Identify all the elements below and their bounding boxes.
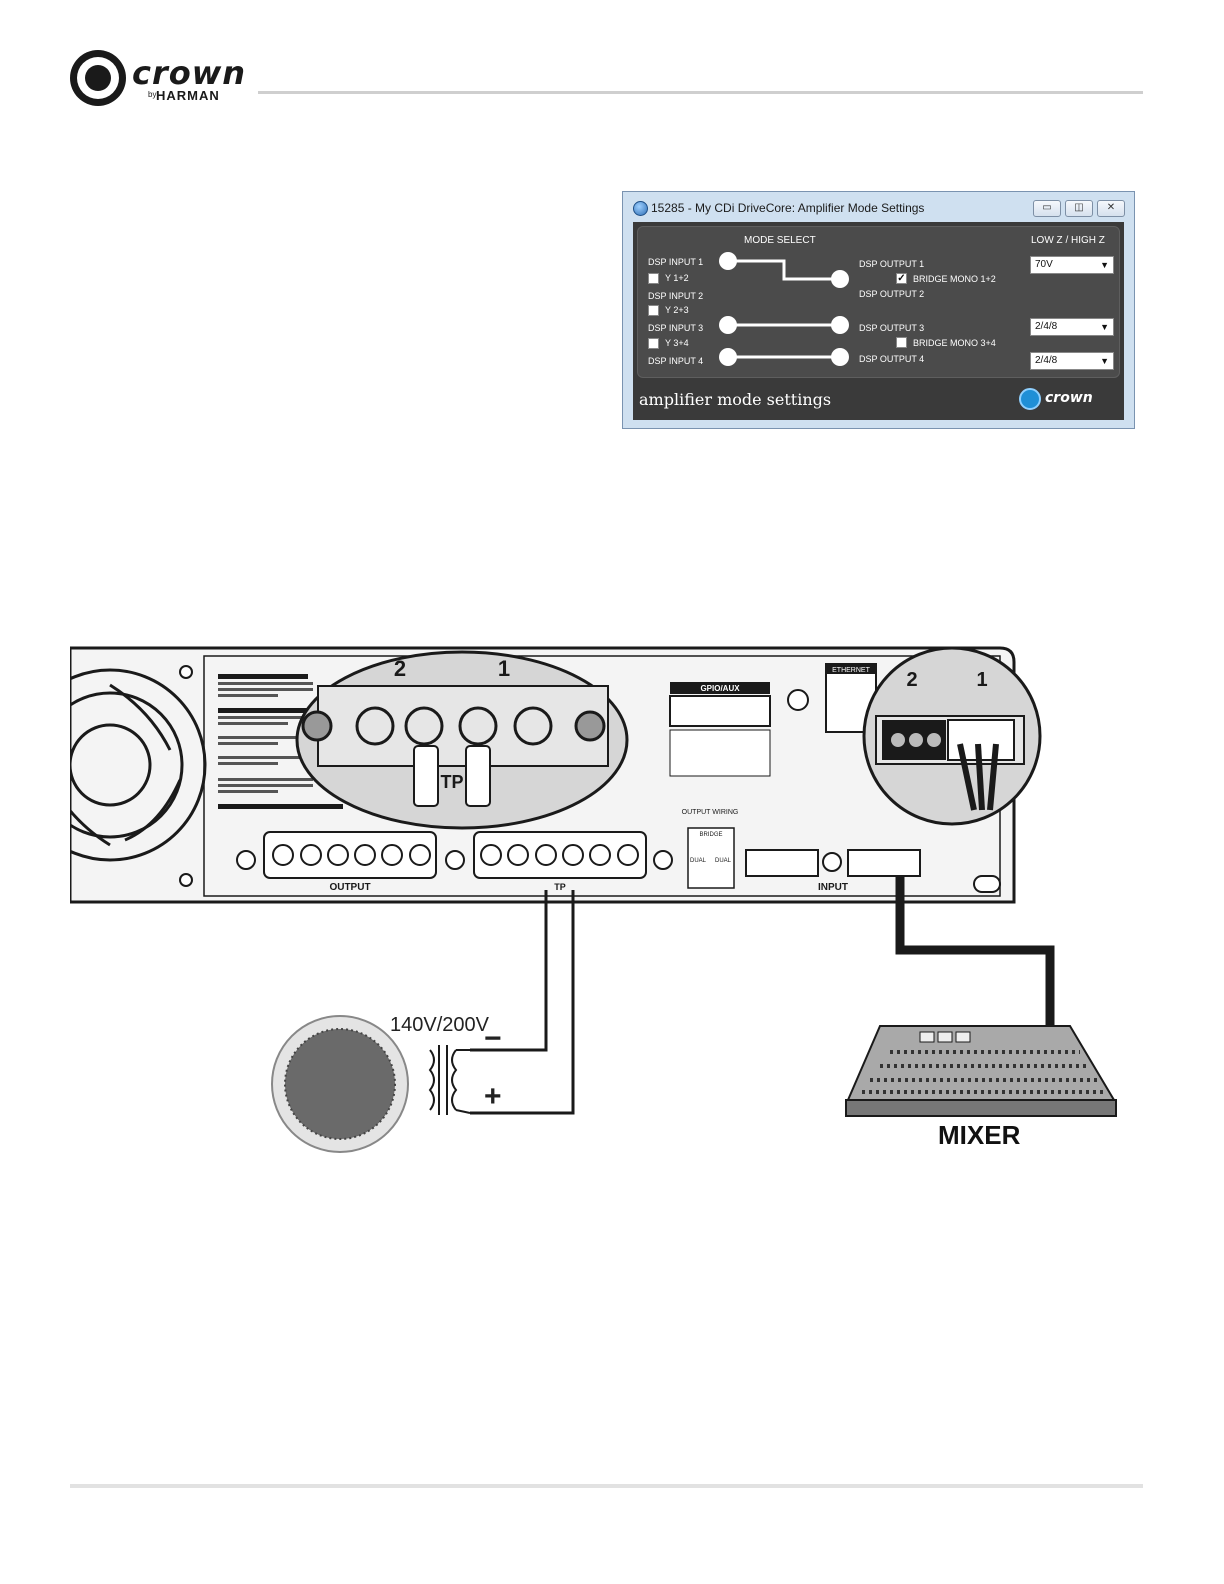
svg-text:INPUT: INPUT <box>818 882 848 893</box>
svg-text:1: 1 <box>498 656 510 681</box>
svg-text:2: 2 <box>394 656 406 681</box>
svg-text:OUTPUT: OUTPUT <box>329 882 370 893</box>
output-zoom-callout: 2 1 TP <box>295 650 629 830</box>
output-3-node <box>831 316 849 334</box>
input-3-node <box>719 316 737 334</box>
impedance-select-1-2[interactable]: 70V ▼ <box>1030 256 1114 274</box>
bridge-mono-3-4-checkbox[interactable] <box>896 337 907 348</box>
positive-terminal-label: + <box>484 1080 502 1113</box>
transformer-icon <box>428 1045 471 1115</box>
crown-harman-logo: crown by HARMAN <box>70 50 270 110</box>
wiring-diagram-graphic: GPIO/AUX ETHERNET OUTPUT <box>13 646 1117 1153</box>
panel-footer-brand: crown <box>1045 390 1093 406</box>
impedance-heading: LOW Z / HIGH Z <box>1031 235 1105 246</box>
negative-terminal-label: − <box>484 1022 502 1055</box>
speaker-voltage-label: 140V/200V <box>390 1014 489 1036</box>
svg-text:GPIO/AUX: GPIO/AUX <box>700 684 740 693</box>
svg-text:2: 2 <box>906 669 917 691</box>
wiring-diagram: GPIO/AUX ETHERNET OUTPUT <box>13 640 1130 1160</box>
input-connectors: INPUT <box>745 849 921 893</box>
app-icon <box>633 201 648 216</box>
svg-text:DUAL: DUAL <box>690 858 707 864</box>
dsp-output-2-label: DSP OUTPUT 2 <box>859 289 925 299</box>
dsp-output-1-label: DSP OUTPUT 1 <box>859 259 925 269</box>
route-1-2-line <box>728 259 840 281</box>
impedance-select-1-2-value: 70V <box>1035 259 1053 270</box>
mode-select-heading: MODE SELECT <box>744 235 816 246</box>
mode-settings-panel: MODE SELECT LOW Z / HIGH Z DSP INPUT 1 D… <box>637 226 1120 378</box>
dsp-input-1-label: DSP INPUT 1 <box>648 257 704 267</box>
dsp-output-3-label: DSP OUTPUT 3 <box>859 323 925 333</box>
y-1-2-label: Y 1+2 <box>665 273 689 283</box>
output-wiring-legend: OUTPUT WIRING BRIDGE DUAL DUAL <box>682 809 739 889</box>
svg-text:DUAL: DUAL <box>715 858 732 864</box>
output-terminal-strip-3-4: OUTPUT <box>263 831 437 893</box>
footer-divider <box>70 1484 1143 1488</box>
mode-routing-graphic <box>719 252 849 366</box>
speaker-wires <box>470 890 575 1115</box>
y-2-3-label: Y 2+3 <box>665 305 689 315</box>
svg-text:OUTPUT WIRING: OUTPUT WIRING <box>682 809 739 816</box>
window-title: 15285 - My CDi DriveCore: Amplifier Mode… <box>651 201 925 215</box>
panel-screw-icon <box>653 850 673 870</box>
svg-text:TP: TP <box>440 772 463 792</box>
input-1-node <box>719 252 737 270</box>
panel-screw-icon <box>179 665 193 679</box>
dsp-output-4-label: DSP OUTPUT 4 <box>859 354 925 364</box>
panel-screw-icon <box>179 873 193 887</box>
svg-text:BRIDGE: BRIDGE <box>699 832 722 838</box>
y-1-2-checkbox[interactable] <box>648 273 659 284</box>
svg-text:ETHERNET: ETHERNET <box>832 667 870 674</box>
logo-byline: by <box>148 90 157 99</box>
warning-text-block <box>218 674 343 809</box>
header-divider <box>258 91 1143 94</box>
bridge-mono-1-2-label: BRIDGE MONO 1+2 <box>913 274 996 284</box>
logo-parent-brand: HARMAN <box>156 88 220 103</box>
output-1-node <box>831 270 849 288</box>
dsp-input-3-label: DSP INPUT 3 <box>648 323 704 333</box>
panel-screw-icon <box>787 689 809 711</box>
impedance-select-3[interactable]: 2/4/8 ▼ <box>1030 318 1114 336</box>
chevron-down-icon: ▼ <box>1100 322 1109 332</box>
svg-text:TP: TP <box>554 882 566 892</box>
chevron-down-icon: ▼ <box>1100 356 1109 366</box>
gpio-aux-connector: GPIO/AUX <box>669 682 771 777</box>
y-2-3-checkbox[interactable] <box>648 305 659 316</box>
close-button[interactable]: ✕ <box>1097 200 1125 217</box>
bridge-mono-1-2-checkbox[interactable]: ✓ <box>896 273 907 284</box>
crown-icon <box>85 65 111 91</box>
input-4-node <box>719 348 737 366</box>
amplifier-mode-settings-window: 15285 - My CDi DriveCore: Amplifier Mode… <box>622 191 1135 429</box>
maximize-button[interactable]: ◫ <box>1065 200 1093 217</box>
impedance-select-4[interactable]: 2/4/8 ▼ <box>1030 352 1114 370</box>
crown-badge-icon <box>1019 388 1041 410</box>
minimize-button[interactable]: ▭ <box>1033 200 1061 217</box>
mixer-icon <box>845 1025 1117 1117</box>
impedance-select-4-value: 2/4/8 <box>1035 355 1058 366</box>
speaker-icon <box>271 1015 409 1153</box>
output-4-node <box>831 348 849 366</box>
output-terminal-strip-1-2: TP <box>473 831 647 892</box>
svg-text:1: 1 <box>976 669 987 691</box>
window-titlebar[interactable]: 15285 - My CDi DriveCore: Amplifier Mode… <box>623 192 1134 222</box>
chevron-down-icon: ▼ <box>1100 260 1109 270</box>
y-3-4-label: Y 3+4 <box>665 338 689 348</box>
logo-wordmark: crown <box>132 54 247 92</box>
mixer-cable <box>895 876 1055 1028</box>
bridge-mono-3-4-label: BRIDGE MONO 3+4 <box>913 338 996 348</box>
rack-ear-slot <box>973 875 1001 893</box>
mixer-label: MIXER <box>938 1120 1021 1150</box>
panel-screw-icon <box>445 850 465 870</box>
input-zoom-callout: 2 1 <box>862 646 1042 826</box>
panel-screw-icon <box>236 850 256 870</box>
dsp-input-4-label: DSP INPUT 4 <box>648 356 704 366</box>
y-3-4-checkbox[interactable] <box>648 338 659 349</box>
dsp-input-2-label: DSP INPUT 2 <box>648 291 704 301</box>
impedance-select-3-value: 2/4/8 <box>1035 321 1058 332</box>
window-client-area: MODE SELECT LOW Z / HIGH Z DSP INPUT 1 D… <box>633 222 1124 420</box>
panel-footer-title: amplifier mode settings <box>639 390 832 409</box>
